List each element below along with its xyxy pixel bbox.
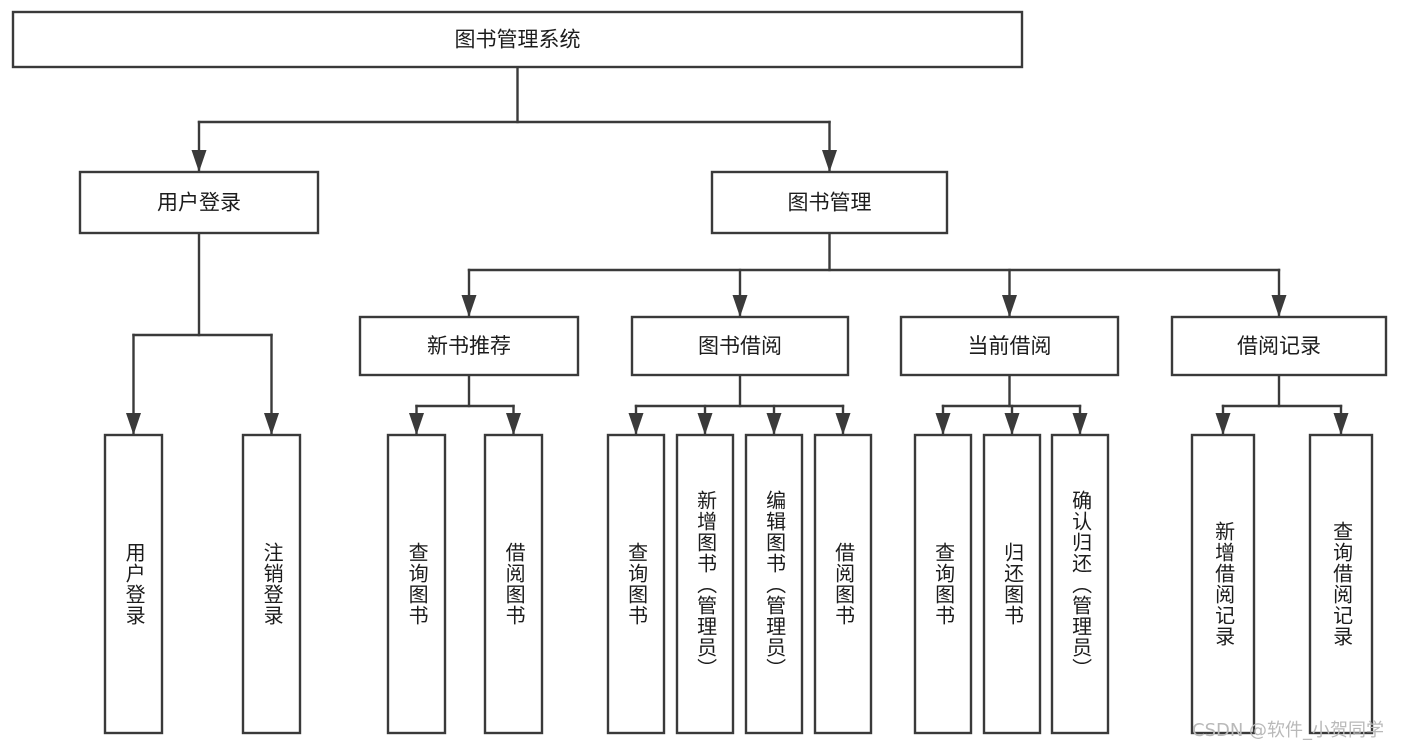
node-box-root — [11, 10, 1024, 69]
arrow-head-icon — [1215, 413, 1231, 435]
arrow-head-icon — [1072, 413, 1088, 435]
node-label-book-borrow: 图书借阅 — [698, 334, 782, 358]
node-current-query-book[interactable] — [913, 433, 973, 735]
node-label-user-login: 用户登录 — [157, 191, 241, 215]
arrow-head-icon — [766, 413, 782, 435]
arrow-head-icon — [822, 150, 837, 172]
arrow-head-icon — [1002, 295, 1017, 317]
node-box-current-query-book — [913, 433, 973, 735]
node-label-current-borrow: 当前借阅 — [968, 334, 1052, 358]
node-recommend-query-book[interactable] — [386, 433, 447, 735]
node-label-new-book-recommend: 新书推荐 — [427, 334, 511, 358]
node-user-login-login[interactable] — [103, 433, 164, 735]
connector-layer — [126, 65, 1349, 436]
node-record-query-record[interactable] — [1308, 433, 1374, 735]
node-recommend-borrow-book[interactable] — [483, 433, 544, 735]
node-box-borrow-edit-book — [744, 433, 804, 735]
node-root[interactable]: 图书管理系统 — [11, 10, 1024, 69]
arrow-head-icon — [1271, 295, 1287, 317]
node-new-book-recommend[interactable]: 新书推荐 — [358, 315, 580, 377]
node-label-borrow-record: 借阅记录 — [1237, 334, 1321, 358]
arrow-head-icon — [1333, 413, 1349, 435]
node-borrow-add-book[interactable] — [675, 433, 735, 735]
node-box-user-login — [78, 170, 320, 235]
node-box-record-add-record — [1190, 433, 1256, 735]
node-borrow-edit-book[interactable] — [744, 433, 804, 735]
arrow-head-icon — [835, 413, 851, 435]
arrow-head-icon — [697, 413, 713, 435]
node-borrow-record[interactable]: 借阅记录 — [1170, 315, 1388, 377]
node-box-book-borrow — [630, 315, 850, 377]
node-box-record-query-record — [1308, 433, 1374, 735]
arrow-head-icon — [628, 413, 644, 435]
arrow-head-icon — [409, 413, 424, 435]
node-box-borrow-borrow-book — [813, 433, 873, 735]
node-box-current-confirm-return — [1050, 433, 1110, 735]
node-user-login[interactable]: 用户登录 — [78, 170, 320, 235]
arrow-head-icon — [732, 295, 748, 317]
node-record-add-record[interactable] — [1190, 433, 1256, 735]
node-box-recommend-query-book — [386, 433, 447, 735]
arrow-head-icon — [126, 413, 141, 435]
node-borrow-borrow-book[interactable] — [813, 433, 873, 735]
node-box-borrow-add-book — [675, 433, 735, 735]
node-box-user-login-login — [103, 433, 164, 735]
node-label-root: 图书管理系统 — [455, 28, 581, 52]
node-box-user-login-logout — [241, 433, 302, 735]
node-box-current-borrow — [899, 315, 1120, 377]
arrow-head-icon — [461, 295, 477, 317]
watermark-text: CSDN @软件_小贺同学 — [1192, 720, 1385, 741]
arrow-head-icon — [191, 150, 207, 172]
node-box-current-return-book — [982, 433, 1042, 735]
node-current-borrow[interactable]: 当前借阅 — [899, 315, 1120, 377]
node-box-borrow-record — [1170, 315, 1388, 377]
node-borrow-query-book[interactable] — [606, 433, 666, 735]
node-user-login-logout[interactable] — [241, 433, 302, 735]
node-box-book-management — [710, 170, 949, 235]
arrow-head-icon — [264, 413, 279, 435]
node-current-confirm-return[interactable] — [1050, 433, 1110, 735]
arrow-head-icon — [506, 413, 521, 435]
node-label-book-management: 图书管理 — [788, 191, 872, 215]
node-current-return-book[interactable] — [982, 433, 1042, 735]
arrow-head-icon — [935, 413, 951, 435]
node-box-recommend-borrow-book — [483, 433, 544, 735]
arrow-head-icon — [1004, 413, 1020, 435]
node-book-management[interactable]: 图书管理 — [710, 170, 949, 235]
node-book-borrow[interactable]: 图书借阅 — [630, 315, 850, 377]
node-box-new-book-recommend — [358, 315, 580, 377]
node-box-borrow-query-book — [606, 433, 666, 735]
